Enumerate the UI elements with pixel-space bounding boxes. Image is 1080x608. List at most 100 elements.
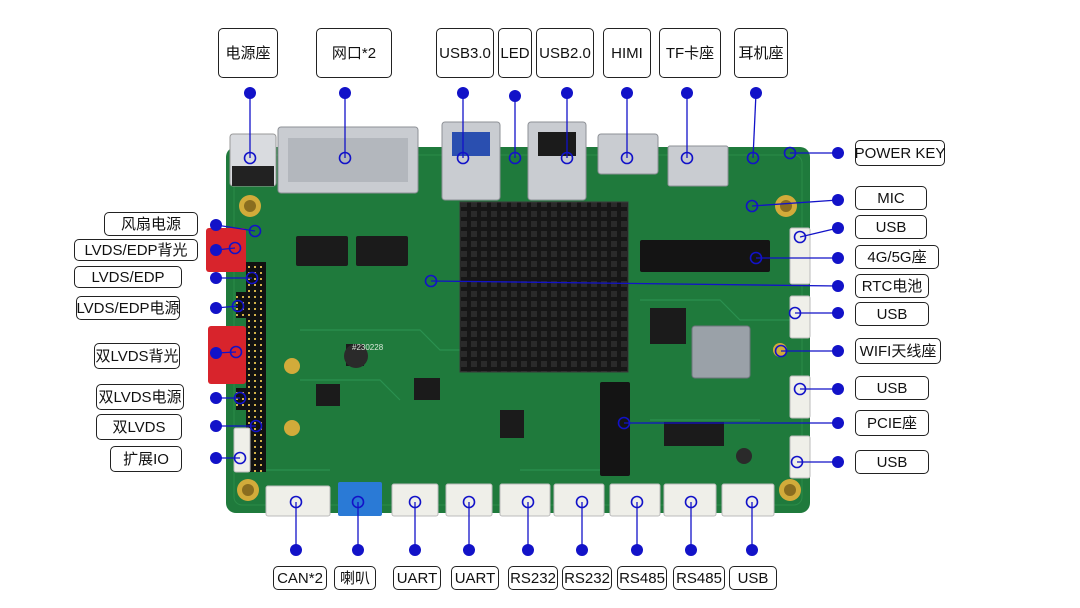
dual-lvds-power-dot	[210, 392, 222, 404]
can-x2-dot	[290, 544, 302, 556]
uart-1-target-ring	[408, 495, 422, 509]
ethernet-x2-target-ring	[338, 151, 352, 165]
rtc-battery-target-ring	[424, 274, 438, 288]
fan-power-label: 风扇电源	[104, 212, 198, 236]
can-x2-label: CAN*2	[273, 566, 327, 590]
earphone-leader-line	[752, 92, 757, 159]
usb3-target-ring	[456, 151, 470, 165]
usb-r4-dot	[832, 456, 844, 468]
power-key-target-ring	[783, 146, 797, 160]
pcie-label: PCIE座	[855, 410, 929, 436]
usb-r1-leader-line	[799, 227, 839, 238]
components	[206, 121, 811, 517]
lvds-edp-backlight-label: LVDS/EDP背光	[74, 239, 198, 261]
mic-dot	[832, 194, 844, 206]
rtc-battery-label: RTC电池	[855, 274, 929, 298]
leader-lines	[210, 87, 844, 556]
rs485-1-target-ring	[630, 495, 644, 509]
speaker-target-ring	[351, 495, 365, 509]
usb-r4-target-ring	[790, 455, 804, 469]
usb-r4-label: USB	[855, 450, 929, 474]
dual-lvds-backlight-label: 双LVDS背光	[94, 343, 180, 369]
wifi-antenna-label: WIFI天线座	[855, 338, 941, 364]
4g5g-dot	[832, 252, 844, 264]
tf-slot-target-ring	[680, 151, 694, 165]
led-label: LED	[498, 28, 532, 78]
expansion-io-label: 扩展IO	[110, 446, 182, 472]
dual-lvds-target-ring	[249, 419, 263, 433]
board-marking: #230228	[352, 343, 384, 352]
power-key-label: POWER KEY	[855, 140, 945, 166]
fan-power-target-ring	[248, 224, 262, 238]
usb3-dot	[457, 87, 469, 99]
dual-lvds-backlight-dot	[210, 347, 222, 359]
usb-r1-target-ring	[793, 230, 807, 244]
usb-b-target-ring	[745, 495, 759, 509]
usb-r1-dot	[832, 222, 844, 234]
mic-target-ring	[745, 199, 759, 213]
lvds-edp-target-ring	[245, 271, 259, 285]
uart-2-dot	[463, 544, 475, 556]
usb-b-dot	[746, 544, 758, 556]
dual-lvds-power-target-ring	[233, 391, 247, 405]
uart-2-label: UART	[451, 566, 499, 590]
mic-label: MIC	[855, 186, 927, 210]
usb2-target-ring	[560, 151, 574, 165]
lvds-edp-backlight-target-ring	[228, 241, 242, 255]
rs232-1-label: RS232	[508, 566, 558, 590]
ethernet-x2-dot	[339, 87, 351, 99]
expansion-io-dot	[210, 452, 222, 464]
power-key-dot	[832, 147, 844, 159]
usb3-label: USB3.0	[436, 28, 494, 78]
tf-slot-label: TF卡座	[659, 28, 721, 78]
lvds-edp-backlight-dot	[210, 244, 222, 256]
lvds-edp-power-target-ring	[231, 299, 245, 313]
usb-r1-label: USB	[855, 215, 927, 239]
uart-1-dot	[409, 544, 421, 556]
uart-1-label: UART	[393, 566, 441, 590]
lvds-edp-dot	[210, 272, 222, 284]
power-socket-dot	[244, 87, 256, 99]
fan-power-dot	[210, 219, 222, 231]
speaker-label: 喇叭	[334, 566, 376, 590]
power-socket-label: 电源座	[218, 28, 278, 78]
rs485-2-label: RS485	[673, 566, 725, 590]
can-x2-target-ring	[289, 495, 303, 509]
4g5g-label: 4G/5G座	[855, 245, 939, 269]
speaker-dot	[352, 544, 364, 556]
himi-dot	[621, 87, 633, 99]
rs485-2-target-ring	[684, 495, 698, 509]
earphone-target-ring	[746, 151, 760, 165]
usb-b-label: USB	[729, 566, 777, 590]
rtc-battery-dot	[832, 280, 844, 292]
usb-r3-label: USB	[855, 376, 929, 400]
himi-target-ring	[620, 151, 634, 165]
power-socket-target-ring	[243, 151, 257, 165]
usb2-label: USB2.0	[536, 28, 594, 78]
rs485-1-dot	[631, 544, 643, 556]
pcie-dot	[832, 417, 844, 429]
earphone-label: 耳机座	[734, 28, 788, 78]
pcie-target-ring	[617, 416, 631, 430]
led-dot	[509, 90, 521, 102]
usb-r2-dot	[832, 307, 844, 319]
rs232-2-dot	[576, 544, 588, 556]
earphone-dot	[750, 87, 762, 99]
rtc-battery-leader-line	[430, 280, 839, 287]
usb2-dot	[561, 87, 573, 99]
dual-lvds-power-label: 双LVDS电源	[96, 384, 184, 410]
fan-power-leader-line	[215, 224, 256, 232]
usb-r3-target-ring	[793, 382, 807, 396]
led-target-ring	[508, 151, 522, 165]
usb-r2-label: USB	[855, 302, 929, 326]
lvds-edp-label: LVDS/EDP	[74, 266, 182, 288]
rs232-1-dot	[522, 544, 534, 556]
usb-r3-dot	[832, 383, 844, 395]
dual-lvds-label: 双LVDS	[96, 414, 182, 440]
lvds-edp-power-label: LVDS/EDP电源	[76, 296, 180, 320]
mic-leader-line	[751, 199, 839, 207]
rs232-2-target-ring	[575, 495, 589, 509]
ethernet-x2-label: 网口*2	[316, 28, 392, 78]
expansion-io-target-ring	[233, 451, 247, 465]
